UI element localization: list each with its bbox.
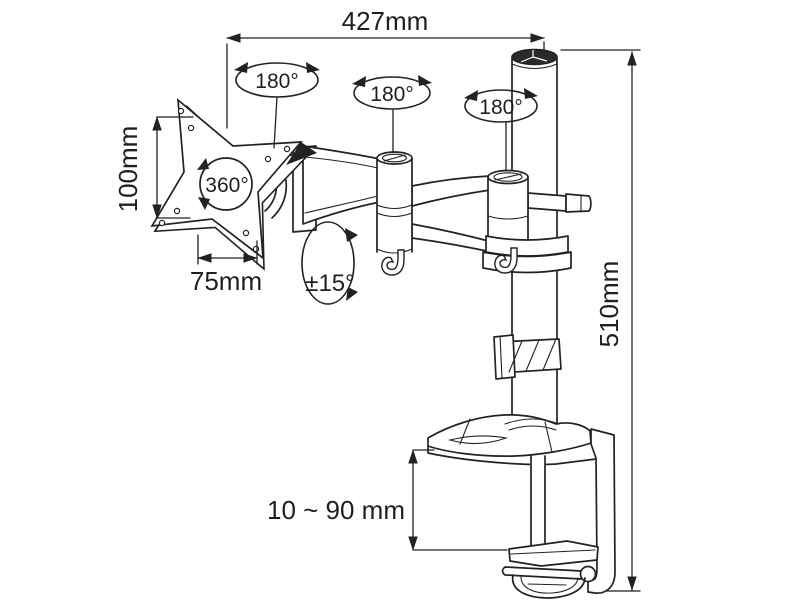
mid-joint-hook: [381, 249, 405, 276]
leader-line: [273, 96, 278, 149]
clamp-range-value: 10 ~ 90 mm: [267, 495, 405, 525]
dim-pole-height: 510mm: [560, 49, 641, 592]
clamp-handle: [501, 565, 597, 599]
arm-segment-2: [411, 175, 497, 254]
dim-arm-span: 427mm: [226, 6, 545, 129]
vesa-plate: [151, 99, 317, 272]
tilt-range-label: ±15°: [305, 270, 354, 297]
joint3-swivel-label: 180°: [479, 96, 522, 119]
clamp-top-jaw: [427, 429, 615, 466]
vesa-plate-fold-tab: [286, 142, 317, 165]
dim-clamp-range: 10 ~ 90 mm: [267, 449, 508, 551]
desk-base: [427, 414, 592, 457]
rotation-arrow-icon: [197, 158, 209, 170]
swivel-label-1: 180°: [234, 62, 320, 149]
rotation-arrow-icon: [418, 75, 432, 86]
clamp-pad: [508, 540, 599, 567]
joint-pole: [487, 169, 529, 251]
rotation-arrow-icon: [234, 62, 248, 73]
swivel-label-3: 180°: [464, 88, 538, 171]
joint1-swivel-label: 180°: [255, 70, 298, 93]
pole-height-value: 510mm: [594, 261, 624, 348]
rotation-arrow-icon: [198, 197, 210, 210]
pole-knob: [527, 192, 592, 213]
vesa-screw-holes: [158, 107, 291, 253]
tilt-label: ±15°: [301, 221, 358, 305]
joint-middle: [376, 151, 413, 276]
pole-collar: [482, 235, 572, 274]
plate-width-value: 75mm: [190, 266, 262, 296]
swivel-label-2: 180°: [352, 75, 432, 153]
plate-height-value: 100mm: [113, 126, 143, 213]
arm-segment-1: [302, 145, 381, 225]
cable-clip: [493, 334, 562, 380]
rotation-arrow-icon: [345, 228, 358, 242]
rotation-arrow-icon: [352, 76, 366, 87]
joint2-swivel-label: 180°: [370, 83, 413, 106]
dim-plate-height: 100mm: [113, 116, 194, 219]
rotation-arrow-icon: [464, 90, 478, 101]
plate-spin-label: 360°: [205, 174, 248, 197]
rotation-arrow-icon: [346, 287, 358, 301]
rotation-arrow-icon: [306, 62, 320, 73]
rotation-arrow-icon: [524, 88, 538, 99]
dim-plate-width: 75mm: [190, 234, 262, 296]
rotation-badge-360: 360°: [197, 157, 253, 211]
clamp-screw-rod: [530, 455, 546, 546]
arm-span-value: 427mm: [342, 6, 429, 36]
